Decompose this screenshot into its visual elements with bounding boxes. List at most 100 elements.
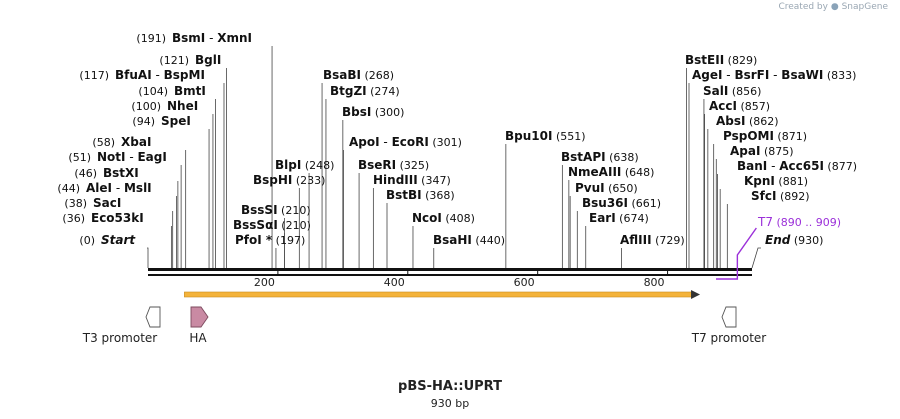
site-bsssi[interactable]: BssSI (210) [241, 203, 311, 217]
orf-arrowhead [691, 290, 701, 299]
site-position: (268) [361, 69, 394, 82]
site-position: (44) [57, 182, 80, 195]
site-start[interactable]: Start(0) [79, 233, 136, 247]
site-position: (36) [62, 212, 85, 225]
site-alei[interactable]: AleI - MslI (44) [57, 181, 151, 195]
site-separator: - [767, 159, 779, 173]
site-bmti[interactable]: BmtI(104) [138, 84, 205, 98]
site-hindiii[interactable]: HindIII (347) [373, 173, 451, 187]
site-name: HindIII [373, 173, 418, 187]
site-apoi[interactable]: ApoI - EcoRI (301) [349, 135, 462, 149]
site-name: SalI [703, 84, 728, 98]
site-bani[interactable]: BanI - Acc65I (877) [737, 159, 857, 173]
site-name: PspOMI [723, 129, 774, 143]
site-acci[interactable]: AccI (857) [709, 99, 770, 113]
site-nhei[interactable]: NheI(100) [131, 99, 198, 113]
site-position: (829) [724, 54, 757, 67]
site-nmeaiii[interactable]: NmeAIII (648) [568, 165, 654, 179]
site-separator: - [126, 150, 138, 164]
site-bstxi[interactable]: BstXI(46) [74, 166, 138, 180]
site-label: AleI - MslI [86, 181, 152, 195]
site-position: (368) [422, 189, 455, 202]
site-bpu10i[interactable]: Bpu10I (551) [505, 129, 586, 143]
site-name: EcoRI [392, 135, 429, 149]
feature-t7-promoter[interactable]: T7 promoter [691, 306, 767, 345]
site-position: (650) [605, 182, 638, 195]
site-name: BssSI [241, 203, 278, 217]
site-bsphi[interactable]: BspHI (233) [253, 173, 325, 187]
site-bbsi[interactable]: BbsI (300) [342, 105, 404, 119]
site-pfoi[interactable]: PfoI * (197) [235, 233, 305, 247]
site-xbai[interactable]: XbaI(58) [92, 135, 151, 149]
site-label: BstBI (368) [386, 188, 455, 202]
site-bsss-i[interactable]: BssSαI (210) [233, 218, 311, 232]
site-label: SacI [93, 196, 121, 210]
site-name: BsrFI [734, 68, 769, 82]
site-bsteii[interactable]: BstEII (829) [685, 53, 757, 67]
site-absi[interactable]: AbsI (862) [716, 114, 779, 128]
site-bsmi[interactable]: BsmI - XmnI(191) [136, 31, 252, 45]
site-saci[interactable]: SacI(38) [64, 196, 121, 210]
site-eco53ki[interactable]: Eco53kI(36) [62, 211, 143, 225]
site-name: BsmI [172, 31, 205, 45]
site-label: BstXI [103, 166, 139, 180]
site-position: (930) [790, 234, 823, 247]
site-bsu36i[interactable]: Bsu36I (661) [582, 196, 661, 210]
site-bstapi[interactable]: BstAPI (638) [561, 150, 639, 164]
primer-t7: T7 (890 .. 909) [716, 215, 841, 280]
site-bgli[interactable]: BglI(121) [159, 53, 221, 67]
site-position: (210) [278, 204, 311, 217]
site-afliii[interactable]: AflIII (729) [620, 233, 685, 247]
site-bstbi[interactable]: BstBI (368) [386, 188, 455, 202]
site-position: (191) [136, 32, 166, 45]
site-position: (94) [132, 115, 155, 128]
site-apai[interactable]: ApaI (875) [730, 144, 794, 158]
site-position: (210) [278, 219, 311, 232]
primer-label[interactable]: T7 (890 .. 909) [757, 215, 841, 229]
site-name: BspHI [253, 173, 292, 187]
site-name: XmnI [217, 31, 252, 45]
site-name: NotI [97, 150, 126, 164]
site-name: XbaI [121, 135, 151, 149]
site-pspomi[interactable]: PspOMI (871) [723, 129, 807, 143]
feature-t3-promoter[interactable]: T3 promoter [82, 306, 161, 345]
site-eari[interactable]: EarI (674) [589, 211, 649, 225]
site-bsahi[interactable]: BsaHI (440) [433, 233, 505, 247]
orf-arrow [184, 290, 701, 299]
site-bseri[interactable]: BseRI (325) [358, 158, 429, 172]
site-btgzi[interactable]: BtgZI (274) [330, 84, 400, 98]
site-ncoi[interactable]: NcoI (408) [412, 211, 475, 225]
site-sfci[interactable]: SfcI (892) [751, 189, 810, 203]
site-name: SpeI [161, 114, 191, 128]
site-label: End (930) [765, 233, 823, 247]
site-label: BglI [195, 53, 221, 67]
site-kpni[interactable]: KpnI (881) [744, 174, 808, 188]
site-connector [147, 247, 149, 268]
backbone-top-strand [148, 268, 752, 271]
site-label: Bpu10I (551) [505, 129, 586, 143]
site-label: ApoI - EcoRI (301) [349, 135, 462, 149]
site-name: ApoI [349, 135, 380, 149]
site-label: SpeI [161, 114, 191, 128]
site-label: SfcI (892) [751, 189, 810, 203]
site-sali[interactable]: SalI (856) [703, 84, 761, 98]
site-bsabi[interactable]: BsaBI (268) [323, 68, 394, 82]
tick-label: 600 [514, 276, 535, 289]
site-blpi[interactable]: BlpI (248) [275, 158, 334, 172]
site-position: (104) [138, 85, 168, 98]
site-name: BtgZI [330, 84, 367, 98]
site-bfuai[interactable]: BfuAI - BspMI(117) [79, 68, 205, 82]
site-noti[interactable]: NotI - EagI(51) [68, 150, 166, 164]
site-labels: Start(0) Eco53kI(36)SacI(38)AleI - MslI (4… [57, 31, 857, 247]
site-position: (440) [472, 234, 505, 247]
site-spei[interactable]: SpeI (94) [132, 114, 190, 128]
site-label: BsaHI (440) [433, 233, 505, 247]
site-position: (648) [621, 166, 654, 179]
site-end[interactable]: End (930) [765, 233, 823, 247]
feature-label: T3 promoter [82, 331, 158, 345]
site-name: NmeAIII [568, 165, 621, 179]
site-agei[interactable]: AgeI - BsrFI - BsaWI (833) [692, 68, 856, 82]
site-pvui[interactable]: PvuI (650) [575, 181, 638, 195]
feature-ha[interactable]: HA [189, 306, 209, 345]
